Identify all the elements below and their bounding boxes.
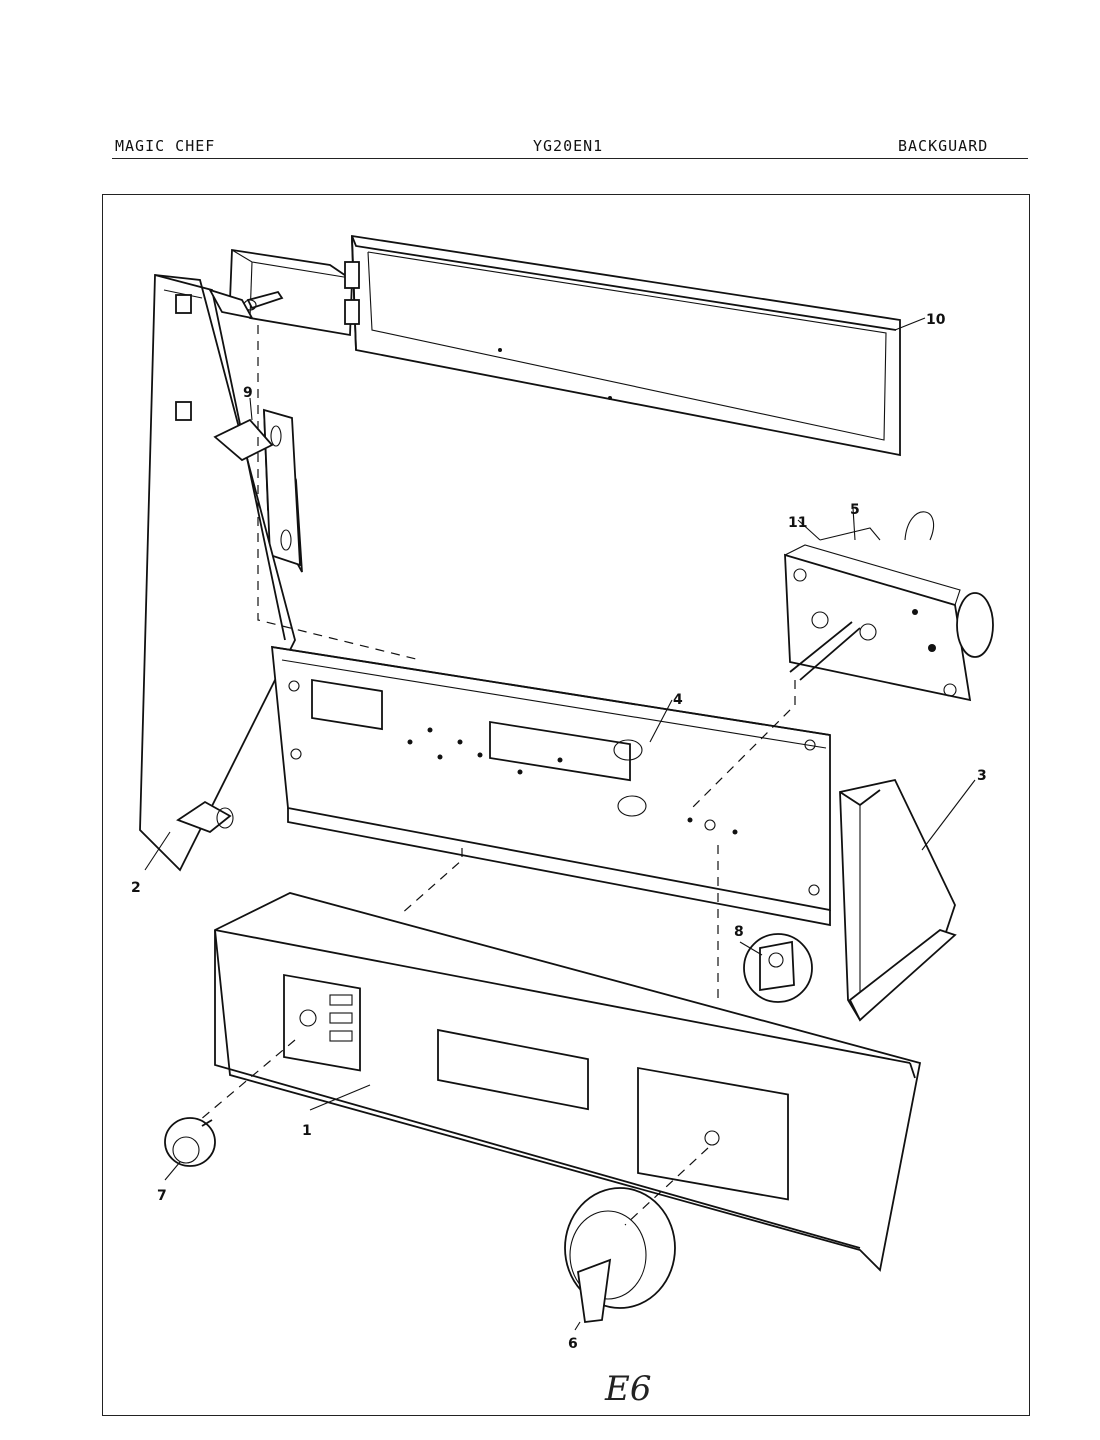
header-model: YG20EN1	[533, 137, 604, 155]
callout-2: 2	[131, 880, 141, 896]
part-8-clip-inset	[743, 933, 813, 1003]
header-section: BACKGUARD	[898, 137, 989, 155]
header-rule	[112, 158, 1028, 159]
part-4-control-panel	[270, 645, 831, 927]
part-6-large-knob	[564, 1187, 676, 1323]
callout-6: 6	[568, 1336, 578, 1352]
callout-9: 9	[243, 385, 253, 401]
assembly-lines	[199, 325, 796, 1226]
part-9-switch	[229, 248, 360, 573]
part-10-trim-panel	[351, 234, 901, 457]
callout-5: 5	[850, 502, 860, 518]
callout-8: 8	[734, 924, 744, 940]
callout-7: 7	[157, 1188, 167, 1204]
part-1-housing	[214, 892, 922, 1272]
callout-10: 10	[926, 312, 946, 328]
leader-lines	[144, 317, 976, 1331]
page-code: E6	[604, 1369, 651, 1409]
diagram-frame	[102, 194, 1030, 1416]
callout-4: 4	[673, 692, 683, 708]
part-5-clock-timer	[784, 511, 994, 702]
header-brand: MAGIC CHEF	[115, 137, 216, 155]
callout-1: 1	[302, 1123, 312, 1139]
part-3-right-end-cap	[839, 778, 957, 1022]
part-2-left-end-cap	[139, 273, 296, 872]
callout-3: 3	[977, 768, 987, 784]
callout-11: 11	[788, 515, 807, 531]
part-7-small-knob	[164, 1117, 216, 1167]
